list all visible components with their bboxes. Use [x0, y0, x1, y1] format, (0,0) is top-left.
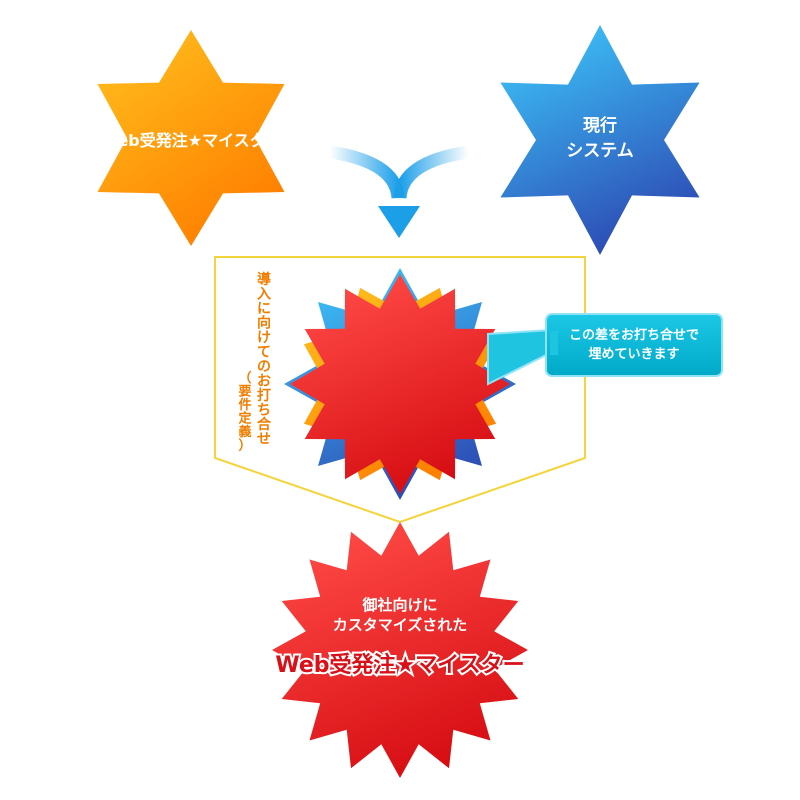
process-label-char: 義: [238, 424, 251, 440]
result-label-line1: 御社向けに: [361, 596, 437, 614]
callout-line2: 埋めていきます: [588, 346, 679, 362]
process-label-char: 合: [257, 416, 272, 433]
merge-arrow: [328, 145, 470, 238]
result-label-line3: Web受発注★マイスター: [275, 652, 524, 678]
callout: この差をお打ち合せで 埋めていきます: [487, 313, 723, 386]
process-label-char: 導: [257, 271, 271, 288]
process-label-char: に: [257, 301, 271, 317]
process-label-char: 向: [257, 315, 271, 332]
process-label-char: の: [257, 359, 271, 375]
result-label-line2: カスタマイズされた: [333, 616, 468, 634]
callout-line1: この差をお打ち合せで: [569, 327, 699, 343]
process-label-char: せ: [257, 432, 271, 448]
current-system-star-shape: [500, 25, 700, 255]
product-star-shape: [97, 30, 285, 246]
process-label-char: 定: [237, 411, 251, 427]
process-label-char: 入: [257, 287, 271, 303]
current-system-label-line2: システム: [566, 141, 634, 161]
process-frame: [214, 256, 586, 524]
process-label-char: 件: [238, 397, 251, 413]
merge-arrow-head: [378, 206, 420, 238]
process-label-char: お: [257, 374, 271, 390]
process-label-char: 打: [257, 387, 271, 404]
process-label-char: て: [257, 345, 271, 361]
process-label-char: （: [238, 370, 251, 386]
process-label-char: ち: [257, 403, 271, 419]
current-system-label-line1: 現行: [583, 115, 617, 136]
process-label-char: ）: [238, 438, 251, 454]
process-label-char: 要: [238, 385, 251, 400]
product-star-label: Web受発注★マイスター: [100, 131, 281, 150]
overlap-red-star-shape: [290, 274, 510, 494]
process-label-char: け: [257, 330, 271, 346]
result-star-shape: [272, 522, 528, 778]
callout-box: [545, 313, 723, 377]
callout-pointer: [487, 328, 553, 386]
